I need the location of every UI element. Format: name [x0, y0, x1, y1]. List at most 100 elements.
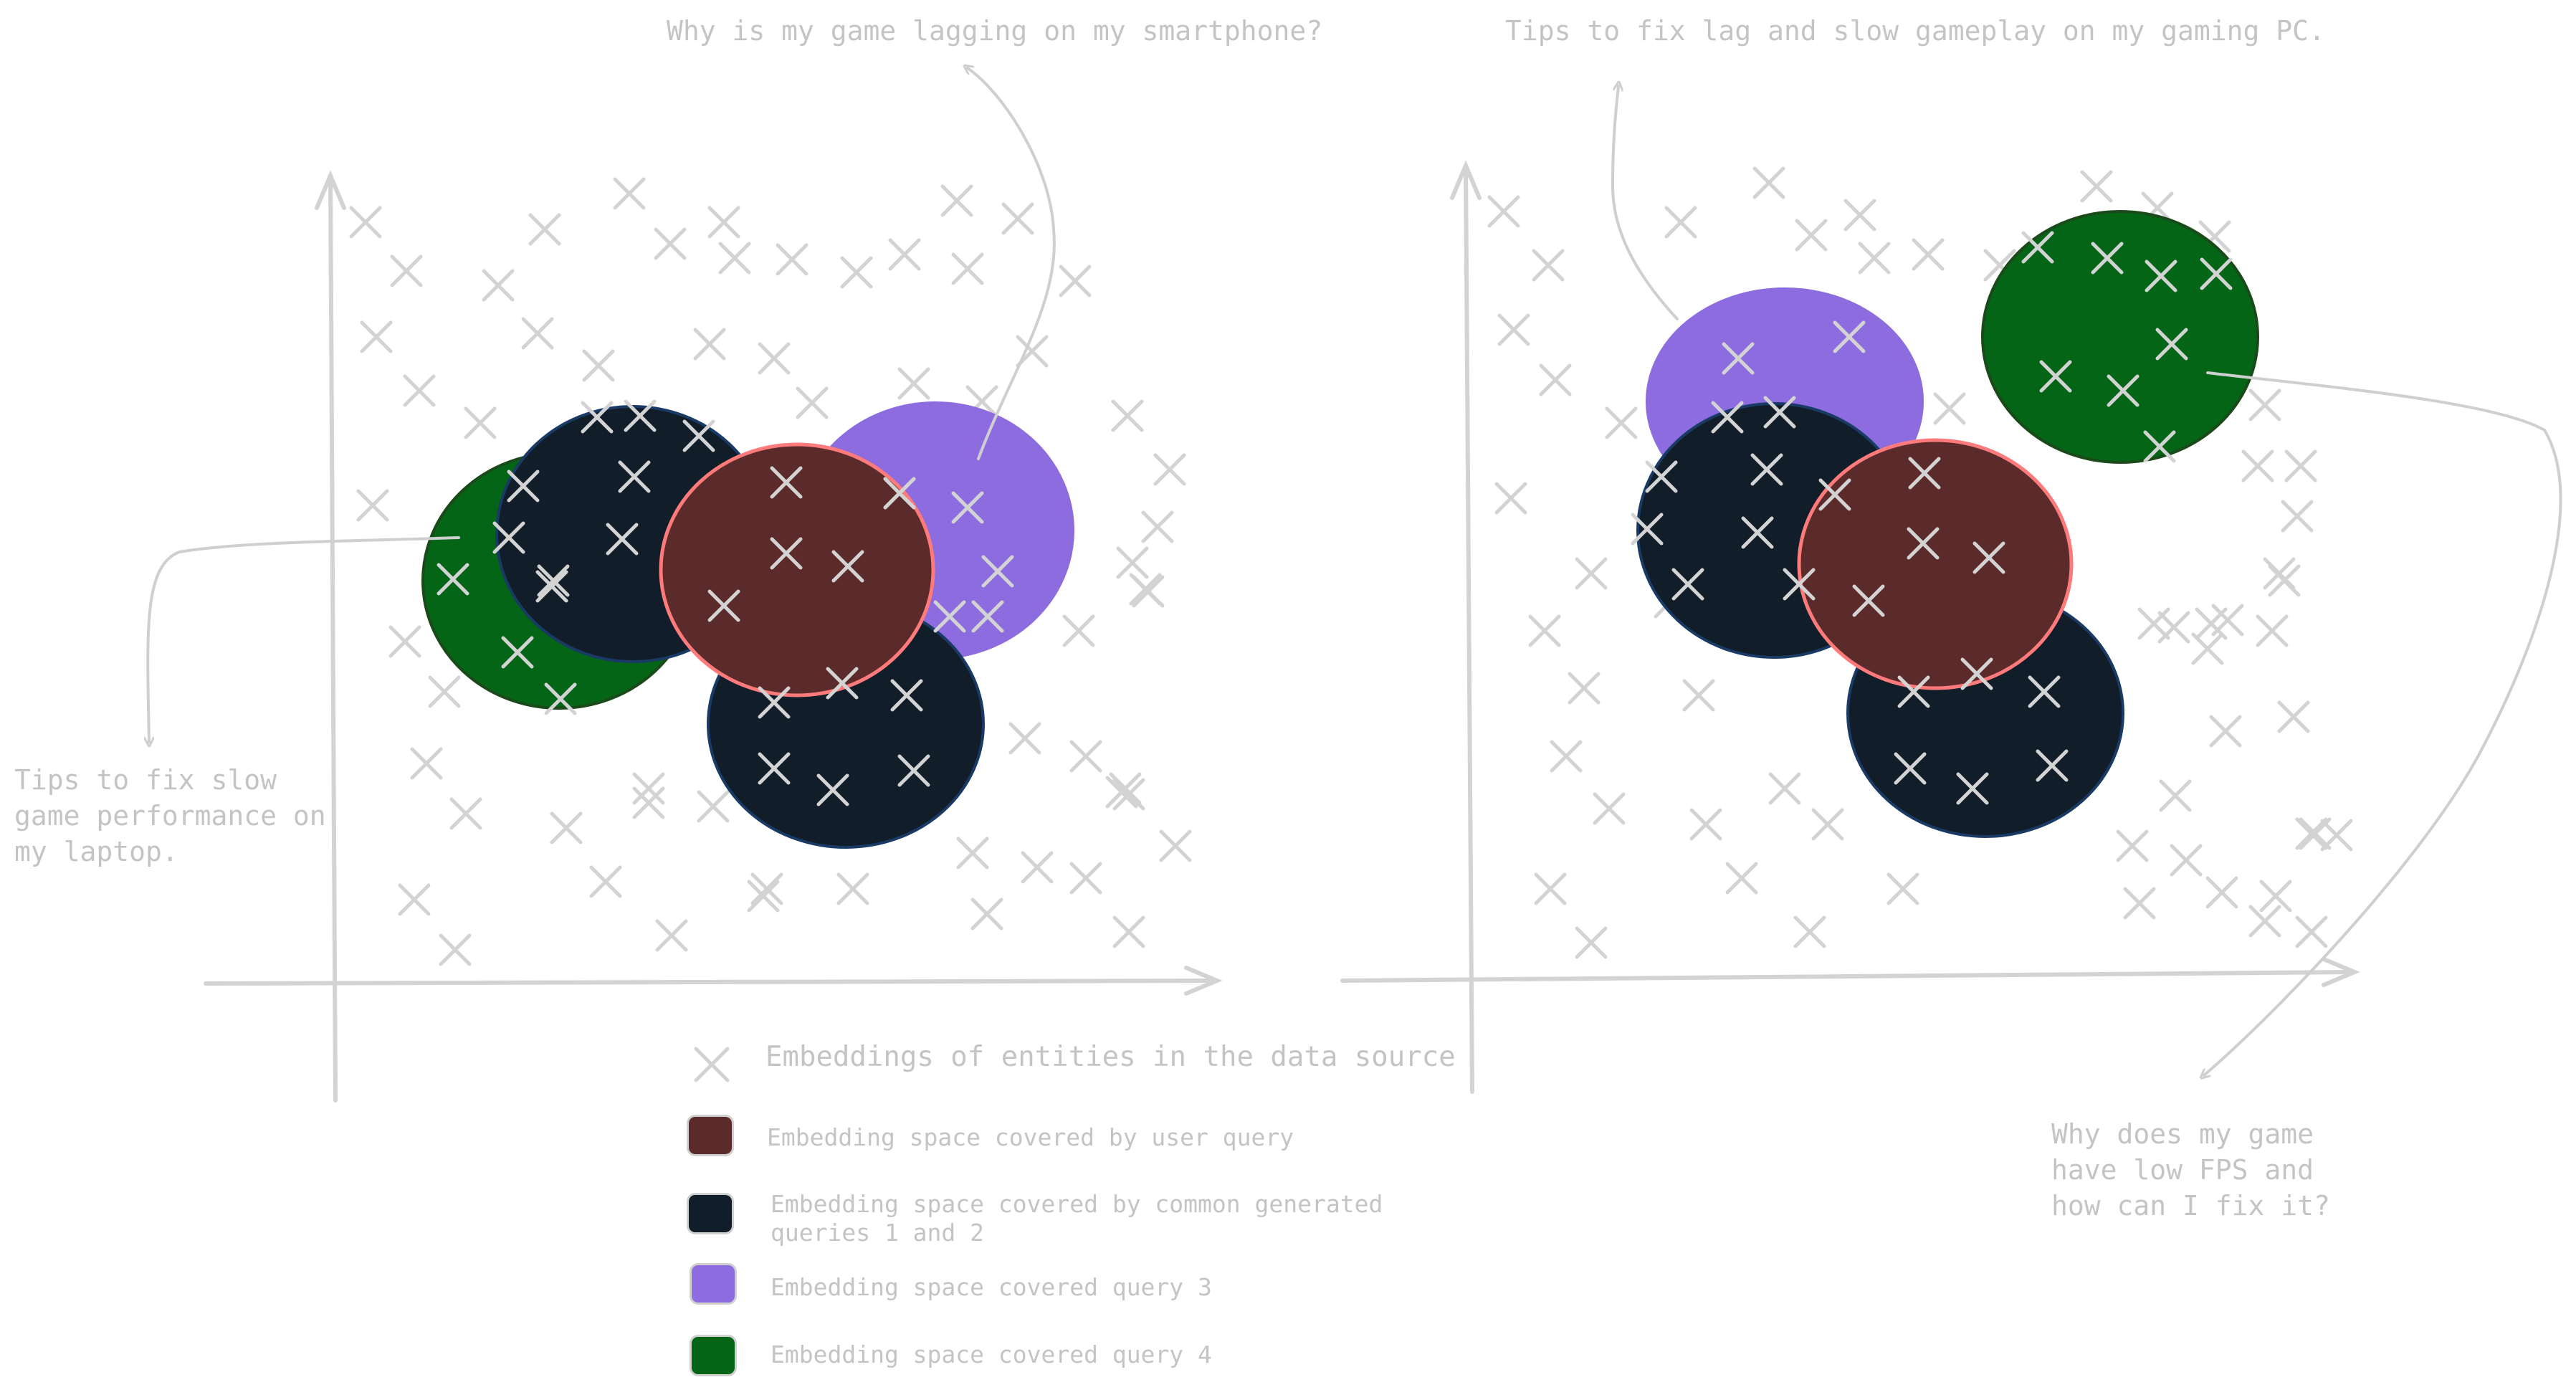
left-x-axis — [204, 978, 1219, 986]
entity-mark — [437, 563, 469, 596]
entity-mark — [1487, 195, 1520, 228]
left-side-arrow — [148, 536, 460, 742]
right-user-query-blob — [1797, 438, 2074, 690]
entity-mark — [1795, 219, 1828, 252]
right-axes — [1340, 160, 2360, 1094]
left-blobs — [421, 401, 1074, 849]
entity-mark — [1575, 557, 1608, 590]
entity-mark — [1783, 568, 1816, 601]
entity-mark — [940, 184, 973, 217]
blob-entity-marks — [437, 231, 2233, 806]
entity-mark — [796, 386, 829, 419]
left-entity-marks — [349, 177, 1192, 966]
entity-mark — [840, 256, 873, 289]
left-y-arrow — [315, 170, 346, 210]
right-blobs — [1636, 210, 2259, 838]
entity-mark — [1682, 679, 1715, 712]
entity-mark — [707, 589, 740, 622]
legend-user-query-swatch — [687, 1115, 734, 1156]
entity-mark — [349, 206, 382, 239]
entity-mark — [836, 872, 869, 905]
right-top-arrow — [1611, 86, 1679, 320]
entity-mark — [697, 790, 730, 823]
entity-mark — [1494, 482, 1527, 515]
entity-mark — [1497, 313, 1530, 346]
entity-mark — [1763, 396, 1796, 429]
entity-mark — [776, 243, 808, 276]
left-top-arrow — [968, 68, 1056, 460]
legend-query3-label: Embedding space covered query 3 — [771, 1273, 1212, 1301]
entity-mark — [501, 636, 534, 669]
right-top-query-label: Tips to fix lag and slow gameplay on my … — [1505, 15, 2325, 47]
right-y-arrow — [1450, 160, 1482, 200]
legend-query3-swatch — [690, 1263, 737, 1305]
left-axes — [204, 170, 1223, 1103]
legend-query4-label: Embedding space covered query 4 — [771, 1341, 1212, 1368]
entity-mark — [535, 570, 568, 603]
entity-mark — [1109, 772, 1142, 805]
entity-mark — [403, 374, 436, 407]
entity-mark — [1741, 516, 1774, 549]
entity-mark — [2159, 779, 2192, 812]
entity-mark — [770, 466, 803, 499]
entity-mark — [537, 564, 570, 597]
right-y-axis — [1464, 163, 1474, 1094]
legend-common-swatch — [687, 1193, 734, 1234]
entity-mark — [816, 773, 849, 806]
entity-mark — [632, 772, 665, 805]
entity-mark — [1818, 478, 1851, 511]
entity-mark — [439, 933, 472, 966]
legend-entity-mark — [694, 1047, 730, 1082]
entity-mark — [747, 880, 780, 913]
entity-mark — [1062, 614, 1095, 647]
entity-mark — [693, 328, 726, 361]
entity-mark — [1539, 363, 1572, 396]
left-x-arrow — [1184, 966, 1223, 996]
entity-mark — [1631, 513, 1664, 546]
entity-mark — [1752, 166, 1785, 199]
entity-mark — [1722, 342, 1755, 375]
entity-mark — [1111, 399, 1144, 432]
entity-mark — [1897, 675, 1930, 708]
entity-mark — [2200, 257, 2233, 290]
entity-mark — [2137, 607, 2170, 640]
left-y-axis — [328, 173, 338, 1103]
entity-mark — [888, 238, 921, 271]
entity-mark — [507, 470, 540, 503]
entity-mark — [2241, 449, 2274, 482]
entity-mark — [2284, 449, 2317, 482]
entity-mark — [1768, 772, 1801, 805]
entity-mark — [655, 919, 688, 952]
entity-mark — [550, 811, 583, 844]
entity-mark — [2036, 749, 2069, 782]
entity-mark — [1159, 829, 1192, 862]
entity-mark — [2143, 430, 2176, 463]
entity-mark — [718, 242, 751, 275]
entity-mark — [2295, 915, 2328, 948]
entity-mark — [606, 523, 639, 556]
entity-mark — [933, 600, 966, 633]
entity-mark — [897, 367, 930, 400]
entity-mark — [581, 401, 614, 434]
entity-mark — [624, 399, 657, 432]
entity-mark — [388, 625, 421, 658]
entity-mark — [1605, 406, 1638, 439]
left-top-query-label: Why is my game lagging on my smartphone? — [667, 15, 1323, 47]
right-x-arrow — [2322, 957, 2360, 987]
entity-mark — [360, 320, 393, 353]
legend-entity-icon — [694, 1047, 730, 1082]
entity-mark — [951, 491, 984, 524]
entity-mark — [2277, 700, 2310, 733]
legend-user-query-label: Embedding space covered by user query — [767, 1123, 1294, 1151]
entity-mark — [410, 747, 443, 780]
entity-mark — [582, 349, 615, 382]
entity-mark — [883, 477, 916, 510]
entity-mark — [2268, 564, 2301, 597]
entity-mark — [1960, 657, 1993, 690]
entity-mark — [951, 252, 984, 285]
entity-mark — [618, 460, 651, 493]
entity-mark — [1112, 915, 1145, 948]
entity-mark — [1534, 872, 1567, 905]
entity-mark — [970, 897, 1003, 930]
entity-mark — [2295, 817, 2328, 850]
